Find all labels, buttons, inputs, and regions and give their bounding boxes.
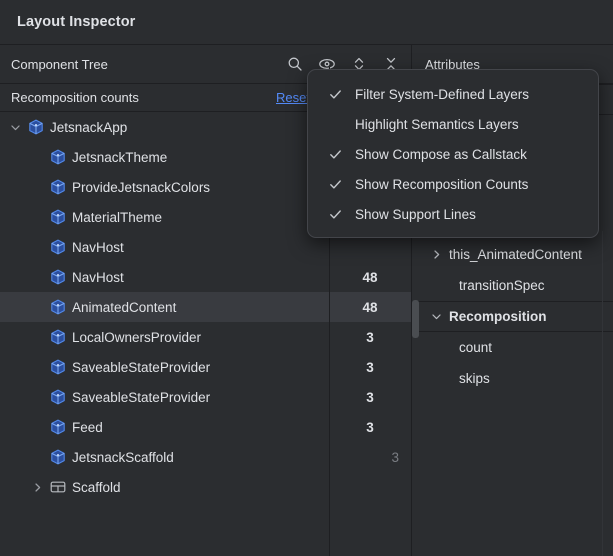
chevron-placeholder	[30, 240, 44, 254]
attribute-section-divider	[417, 301, 613, 302]
menu-item[interactable]: Show Recomposition Counts	[308, 169, 598, 199]
menu-item[interactable]: Filter System-Defined Layers	[308, 79, 598, 109]
tree-row-label: AnimatedContent	[72, 300, 176, 315]
window-titlebar: Layout Inspector	[0, 0, 613, 44]
tree-row[interactable]: SaveableStateProvider 3	[0, 382, 411, 412]
composable-cube-icon	[49, 149, 66, 166]
attribute-row[interactable]: skips	[411, 363, 613, 394]
recomposition-count: 48	[329, 300, 411, 315]
tree-row[interactable]: SaveableStateProvider 3	[0, 352, 411, 382]
composable-cube-icon	[49, 359, 66, 376]
composable-cube-icon	[49, 329, 66, 346]
tree-row-label: MaterialTheme	[72, 210, 162, 225]
composable-cube-icon	[49, 269, 66, 286]
attributes-right-divider	[602, 231, 603, 556]
check-placeholder	[328, 117, 342, 131]
check-icon	[328, 177, 342, 191]
composable-cube-icon	[49, 209, 66, 226]
menu-item[interactable]: Show Support Lines	[308, 199, 598, 229]
attribute-row[interactable]: count	[411, 332, 613, 363]
recomposition-count: 48	[329, 270, 411, 285]
chevron-placeholder	[30, 300, 44, 314]
recomposition-count: 3	[329, 390, 411, 405]
composable-cube-icon	[49, 389, 66, 406]
chevron-placeholder	[30, 270, 44, 284]
composable-cube-icon	[49, 449, 66, 466]
recomposition-count: 3	[329, 330, 411, 345]
chevron-placeholder	[30, 180, 44, 194]
chevron-placeholder	[430, 341, 443, 354]
tree-row[interactable]: Scaffold	[0, 472, 411, 502]
chevron-down-icon[interactable]	[8, 120, 22, 134]
attribute-section-header[interactable]: Recomposition	[411, 301, 613, 332]
attribute-row[interactable]: this_AnimatedContent	[411, 239, 613, 270]
tree-row[interactable]: LocalOwnersProvider 3	[0, 322, 411, 352]
component-tree-title: Component Tree	[11, 57, 108, 72]
tree-row-label: Scaffold	[72, 480, 121, 495]
recomposition-count: 3	[329, 420, 411, 435]
tree-row-label: SaveableStateProvider	[72, 360, 210, 375]
chevron-right-icon[interactable]	[430, 248, 443, 261]
menu-item[interactable]: Highlight Semantics Layers	[308, 109, 598, 139]
tree-row-label: NavHost	[72, 270, 124, 285]
tree-row-label: LocalOwnersProvider	[72, 330, 201, 345]
tree-row[interactable]: NavHost 48	[0, 262, 411, 292]
tree-row[interactable]: JetsnackScaffold 3	[0, 442, 411, 472]
tree-row-label: SaveableStateProvider	[72, 390, 210, 405]
tree-row[interactable]: AnimatedContent 48	[0, 292, 411, 322]
composable-cube-icon	[49, 419, 66, 436]
recomposition-count: 3	[329, 450, 411, 465]
view-options-menu[interactable]: Filter System-Defined LayersHighlight Se…	[307, 69, 599, 238]
menu-item-label: Show Compose as Callstack	[355, 147, 527, 162]
search-icon[interactable]	[285, 54, 305, 74]
tree-row-label: JetsnackScaffold	[72, 450, 174, 465]
attribute-label: this_AnimatedContent	[449, 247, 582, 262]
page-title: Layout Inspector	[17, 14, 135, 30]
chevron-placeholder	[30, 360, 44, 374]
chevron-placeholder	[30, 420, 44, 434]
menu-item-label: Filter System-Defined Layers	[355, 87, 529, 102]
composable-cube-icon	[49, 299, 66, 316]
recomposition-counts-label: Recomposition counts	[11, 90, 139, 105]
chevron-placeholder	[430, 372, 443, 385]
menu-item-label: Highlight Semantics Layers	[355, 117, 519, 132]
chevron-down-icon[interactable]	[430, 310, 443, 323]
tree-row-label: JetsnackApp	[50, 120, 127, 135]
chevron-placeholder	[30, 450, 44, 464]
attribute-label: Recomposition	[449, 309, 547, 324]
tree-row[interactable]: Feed 3	[0, 412, 411, 442]
chevron-placeholder	[30, 390, 44, 404]
chevron-right-icon[interactable]	[30, 480, 44, 494]
attribute-label: count	[459, 340, 492, 355]
composable-cube-icon	[49, 179, 66, 196]
recomposition-count: 3	[329, 360, 411, 375]
tree-row-label: NavHost	[72, 240, 124, 255]
attribute-label: skips	[459, 371, 490, 386]
menu-item-label: Show Recomposition Counts	[355, 177, 528, 192]
chevron-placeholder	[430, 279, 443, 292]
menu-item-label: Show Support Lines	[355, 207, 476, 222]
check-icon	[328, 147, 342, 161]
check-icon	[328, 207, 342, 221]
chevron-placeholder	[30, 210, 44, 224]
tree-row-label: JetsnackTheme	[72, 150, 167, 165]
attribute-row[interactable]: transitionSpec	[411, 270, 613, 301]
attribute-label: transitionSpec	[459, 278, 545, 293]
attributes-scrollbar[interactable]	[412, 300, 419, 338]
tree-row-label: ProvideJetsnackColors	[72, 180, 210, 195]
check-icon	[328, 87, 342, 101]
chevron-placeholder	[30, 150, 44, 164]
composable-cube-icon	[49, 239, 66, 256]
view-layout-icon	[49, 479, 66, 496]
composable-cube-icon	[27, 119, 44, 136]
tree-row-label: Feed	[72, 420, 103, 435]
reset-link[interactable]: Reset	[276, 90, 310, 105]
chevron-placeholder	[30, 330, 44, 344]
menu-item[interactable]: Show Compose as Callstack	[308, 139, 598, 169]
